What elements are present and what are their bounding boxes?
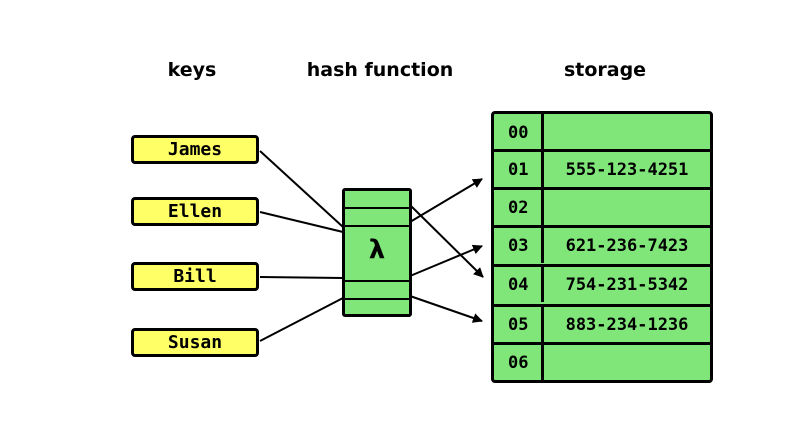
arrow-to-bucket-02 [409, 178, 483, 223]
bucket-index: 01 [494, 152, 544, 187]
key-box-susan: Susan [131, 328, 259, 357]
bucket-index: 02 [494, 190, 544, 225]
line-ellen-to-hash [259, 211, 344, 233]
storage-row-00: 00 [494, 114, 710, 152]
lambda-symbol: λ [368, 235, 386, 265]
line-bill-to-hash [259, 276, 344, 279]
key-box-james: James [131, 135, 259, 164]
storage-row-02: 02 [494, 187, 710, 225]
arrow-to-bucket-03 [409, 244, 483, 277]
hash-function-heading: hash function [306, 59, 454, 81]
bucket-value [544, 114, 710, 152]
arrow-to-bucket-04 [409, 204, 484, 278]
keys-heading: keys [167, 59, 217, 81]
bucket-index: 00 [494, 114, 544, 152]
bucket-index: 04 [494, 267, 544, 302]
bucket-value [544, 345, 710, 380]
bucket-value: 621-236-7423 [565, 235, 689, 256]
bucket-index: 05 [494, 307, 544, 342]
key-box-ellen: Ellen [131, 197, 259, 226]
hash-divider [345, 207, 409, 209]
storage-table: 00 01 555-123-4251 02 03 621-236-7423 04… [491, 111, 713, 383]
storage-row-04: 04 754-231-5342 [494, 264, 710, 302]
key-box-bill: Bill [131, 262, 259, 291]
storage-row-06: 06 [494, 342, 710, 380]
hash-divider [345, 280, 409, 282]
hash-divider [345, 225, 409, 227]
storage-row-05: 05 883-234-1236 [494, 304, 710, 342]
bucket-value: 555-123-4251 [565, 159, 689, 180]
bucket-value [544, 190, 710, 225]
arrow-to-bucket-05 [409, 295, 483, 323]
hash-divider [345, 298, 409, 300]
line-susan-to-hash [259, 297, 344, 342]
storage-row-03: 03 621-236-7423 [494, 225, 710, 263]
line-james-to-hash [259, 150, 344, 228]
bucket-index: 03 [494, 228, 544, 263]
hash-function-box: λ [342, 188, 412, 317]
storage-heading: storage [563, 59, 647, 81]
bucket-index: 06 [494, 345, 544, 380]
storage-row-01: 01 555-123-4251 [494, 149, 710, 187]
bucket-value: 883-234-1236 [565, 314, 689, 335]
bucket-value: 754-231-5342 [565, 274, 689, 295]
